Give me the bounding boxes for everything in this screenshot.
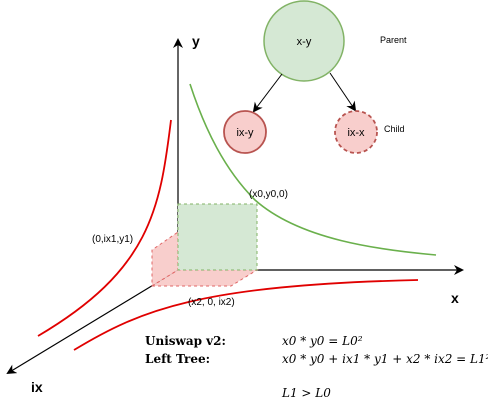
point-x0-y0: (x0,y0,0) bbox=[249, 189, 288, 200]
parent-tag: Parent bbox=[380, 35, 407, 45]
x-y-shaded-region bbox=[177, 203, 258, 271]
point-x2-ix2: (x2, 0, ix2) bbox=[188, 297, 235, 308]
child-tag: Child bbox=[384, 124, 405, 134]
uniswap-label: Uniswap v2: bbox=[145, 334, 226, 348]
left-tree-formula: x0 * y0 + ix1 * y1 + x2 * ix2 = L1² bbox=[282, 352, 488, 366]
ix-x-node bbox=[334, 110, 378, 154]
ix-axis-label: ix bbox=[31, 379, 43, 395]
x-axis-label: x bbox=[451, 290, 459, 306]
ix-axis bbox=[6, 269, 179, 375]
parent-node-label: x-y bbox=[297, 36, 312, 48]
edge-parent-to-ix-y bbox=[252, 73, 283, 113]
left-tree-label: Left Tree: bbox=[145, 352, 210, 366]
y-axis-label: y bbox=[192, 33, 200, 49]
uniswap-formula: x0 * y0 = L0² bbox=[282, 334, 363, 348]
ix-y-node bbox=[223, 110, 267, 154]
edge-parent-to-ix-x bbox=[329, 72, 357, 112]
x-y-curve bbox=[189, 83, 437, 256]
ix-y-curve bbox=[37, 119, 172, 337]
ix-x-node-label: ix-x bbox=[347, 127, 365, 139]
parent-node bbox=[263, 0, 345, 82]
ix-y-node-label: ix-y bbox=[236, 127, 254, 139]
inequality: L1 > L0 bbox=[281, 386, 331, 400]
point-ix1-y1: (0,ix1,y1) bbox=[92, 234, 133, 245]
ix-x-curve bbox=[73, 279, 419, 351]
